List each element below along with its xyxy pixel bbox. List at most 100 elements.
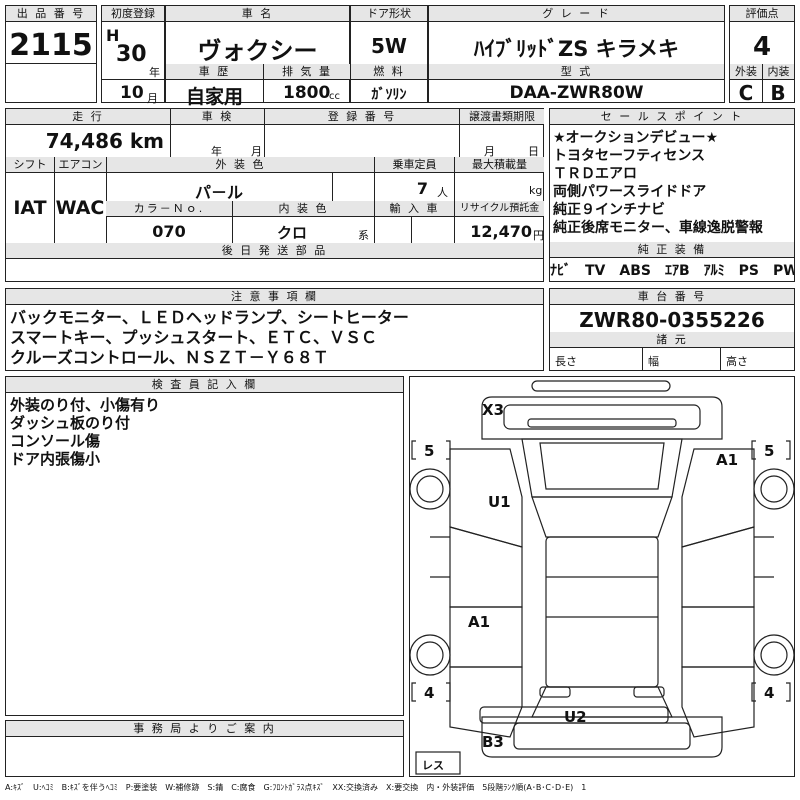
length-label: 長さ [555, 355, 577, 368]
tire-front-right-rating: 5 [764, 442, 774, 460]
exterior-label: 外装 [730, 64, 762, 80]
chassis-label: 車 台 番 号 [550, 289, 794, 305]
car-name-label: 車 名 [166, 6, 349, 22]
exterior-grade: C [738, 81, 754, 105]
year-suffix: 年 [149, 66, 160, 79]
height-label: 高さ [726, 355, 748, 368]
car-history: 自家用 [185, 86, 243, 108]
mark-u2: U2 [564, 708, 587, 726]
first-registration-label: 初度登録 [102, 6, 164, 22]
interior-color: クロ [276, 224, 307, 242]
mark-b3: B3 [482, 733, 504, 751]
inspector-note-line: コンソール傷 [10, 432, 101, 450]
color-no-label: カラ－Ｎｏ. [106, 201, 232, 217]
month-suffix: 月 [147, 92, 158, 105]
inspection-label: 車 検 [170, 109, 264, 125]
score-label: 評価点 [730, 6, 794, 22]
mark-a1-right: A1 [716, 451, 738, 469]
sales-point-line: 純正後席モニター、車線逸脱警報 [553, 220, 763, 236]
era-letter: H [106, 26, 120, 45]
model-label: 型 式 [429, 64, 724, 80]
grade: ﾊｲﾌﾞﾘｯﾄﾞZS キラメキ [473, 37, 680, 61]
notes-lines: バックモニター、ＬＥＤヘッドランプ、シートヒータースマートキー、プッシュスタート… [10, 308, 409, 368]
lot-number: 2115 [9, 28, 93, 63]
mark-u1: U1 [488, 493, 511, 511]
office-box: 事 務 局 よ り ご 案 内 [5, 720, 404, 777]
recycle-label: リサイクル預託金 [454, 201, 544, 217]
legend-text: A:ｷｽﾞ U:ﾍｺﾐ B:ｷｽﾞを伴うﾍｺﾐ P:要塗装 W:補修跡 S:錆 … [5, 783, 587, 792]
mileage-label: 走 行 [6, 109, 170, 125]
shift-label: シフト [6, 157, 54, 173]
inspector-note-line: 外装のり付、小傷有り [10, 396, 161, 414]
fuel-type: ｶﾞｿﾘﾝ [371, 87, 407, 103]
chassis-number: ZWR80-0355226 [579, 308, 765, 332]
color-number: 070 [152, 222, 186, 241]
inspector-lines: 外装のり付、小傷有りダッシュ板のり付コンソール傷ドア内張傷小 [10, 396, 160, 468]
score-box: 評価点 4 外装 内装 C B [729, 5, 795, 105]
mark-a1-left: A1 [468, 613, 490, 631]
sales-point-line: ★オークションデビュー★ [553, 130, 719, 146]
mileage: 74,486 km [45, 129, 164, 153]
tire-rear-right-rating: 4 [764, 684, 774, 702]
displacement: 1800 [283, 83, 331, 103]
spare-tire-status: レス [422, 759, 444, 772]
inspection-month-suffix: 月 [251, 145, 262, 158]
inspector-note-line: ドア内張傷小 [10, 450, 101, 468]
door-box: ドア形状 5W 燃 料 ｶﾞｿﾘﾝ [350, 5, 428, 103]
lot-number-label: 出 品 番 号 [6, 6, 96, 22]
tire-front-left-rating: 5 [424, 442, 434, 460]
import-label: 輸 入 車 [374, 201, 454, 217]
sales-point-line: ＴＲＤエアロ [553, 166, 637, 182]
transfer-label: 譲渡書類期限 [459, 109, 544, 125]
transfer-day-suffix: 日 [528, 145, 539, 158]
inspector-note-line: ダッシュ板のり付 [10, 414, 131, 432]
capacity-label: 乗車定員 [374, 157, 454, 173]
tire-rear-left-rating: 4 [424, 684, 434, 702]
exterior-color: パ－ル [194, 183, 243, 202]
model-code: DAA-ZWR80W [509, 83, 644, 103]
note-line: スマートキー、プッシュスタート、ＥＴＣ、ＶＳＣ [10, 328, 378, 347]
inspector-box: 検 査 員 記 入 欄 外装のり付、小傷有りダッシュ板のり付コンソール傷ドア内張… [5, 376, 404, 716]
interior-grade: B [770, 81, 786, 105]
door-label: ドア形状 [351, 6, 427, 22]
sales-point-line: 純正９インチナビ [553, 202, 665, 218]
int-color-label: 内 装 色 [232, 201, 374, 217]
office-label: 事 務 局 よ り ご 案 内 [6, 721, 403, 737]
car-name: ヴォクシー [197, 37, 318, 65]
reg-no-label: 登 録 番 号 [264, 109, 459, 125]
vehicle-detail-box: 走 行 車 検 登 録 番 号 譲渡書類期限 74,486 km 年 月 月 日… [5, 108, 544, 282]
later-parts-label: 後 日 発 送 部 品 [6, 243, 543, 259]
grade-box: グ レ ー ド ﾊｲﾌﾞﾘｯﾄﾞZS キラメキ 型 式 DAA-ZWR80W [428, 5, 725, 103]
capacity-unit: 人 [437, 186, 448, 199]
lot-number-box: 出 品 番 号 2115 [5, 5, 97, 103]
car-name-box: 車 名 ヴォクシー 車 歴 排 気 量 自家用 1800 cc [165, 5, 350, 108]
sales-point-label: セ ー ル ス ポ イ ン ト [550, 109, 794, 125]
car-diagram: 5 5 4 4 X3 A1 U1 A1 U2 B3 レス [410, 380, 794, 775]
mark-x3: X3 [482, 401, 504, 419]
first-registration-box: 初度登録 H 30 年 10 月 [101, 5, 165, 105]
interior-color-unit: 系 [358, 229, 369, 242]
displacement-label: 排 気 量 [263, 64, 350, 80]
recycle-unit: 円 [533, 229, 544, 242]
capacity: 7 [416, 179, 428, 198]
inspector-label: 検 査 員 記 入 欄 [6, 377, 403, 393]
displacement-unit: cc [329, 91, 340, 102]
sales-point-line: 両側パワースライドドア [553, 184, 707, 200]
specs-label: 諸 元 [550, 332, 794, 348]
recycle-fee: 12,470 [470, 222, 532, 241]
grade-label: グ レ ー ド [429, 6, 724, 22]
damage-diagram-box: 5 5 4 4 X3 A1 U1 A1 U2 B3 レス [409, 376, 795, 777]
ac-type: WAC [55, 197, 105, 219]
inspection-year-suffix: 年 [211, 145, 222, 158]
overall-score: 4 [752, 32, 772, 62]
interior-label: 内装 [762, 64, 794, 80]
max-load-unit: kg [529, 184, 543, 197]
notes-label: 注 意 事 項 欄 [6, 289, 543, 305]
ac-label: エアコン [54, 157, 106, 173]
fuel-label: 燃 料 [351, 64, 427, 80]
equipment: ﾅﾋﾞ TV ABS ｴｱB ｱﾙﾐ PS PW [550, 263, 794, 279]
registration-year: 30 [116, 42, 147, 67]
registration-month: 10 [120, 83, 144, 103]
